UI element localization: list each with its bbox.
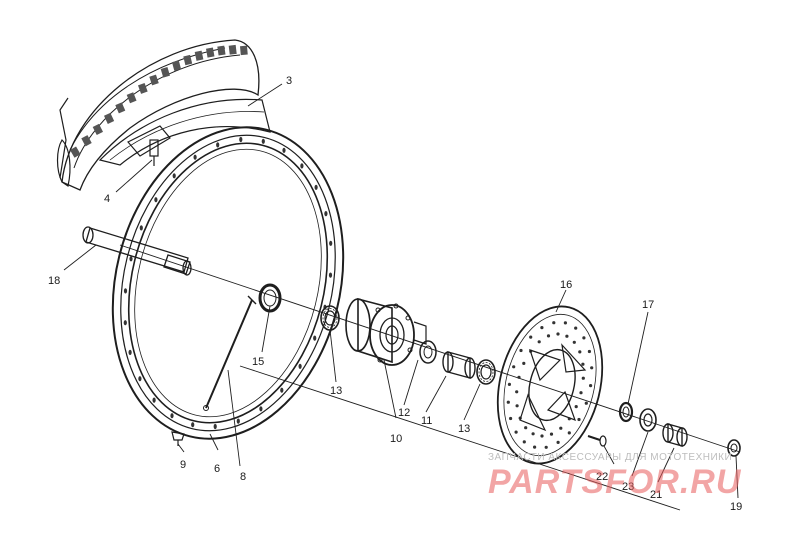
callout-18: 18	[48, 275, 60, 287]
callout-13-left: 13	[330, 385, 342, 397]
spacer-tube	[442, 351, 476, 379]
callout-4: 4	[104, 193, 110, 205]
callout-numbers: 3 4 18 15 8 9 6 13 10 12 11 13 16 17 22 …	[48, 75, 742, 513]
axle	[82, 226, 741, 453]
watermark-tagline: ЗАПЧАСТИ АКСЕССУАРЫ ДЛЯ МОТОТЕХНИКИ	[488, 452, 733, 463]
callout-6: 6	[214, 463, 220, 475]
tire-tread	[69, 44, 248, 158]
watermark-logo: PARTSFOR.RU	[488, 463, 742, 501]
hub-insert	[419, 340, 437, 364]
callout-11: 11	[421, 415, 432, 427]
spoke	[203, 295, 257, 411]
tire	[56, 39, 260, 191]
axle-nut	[727, 439, 741, 457]
callout-3: 3	[286, 75, 292, 87]
collar-spacer	[662, 423, 688, 447]
spoke-nipple	[171, 431, 185, 446]
callout-12: 12	[398, 407, 410, 419]
disc-bolt	[587, 435, 607, 447]
bearing-outer	[639, 408, 657, 432]
rim	[111, 126, 345, 440]
callout-15: 15	[252, 356, 264, 368]
leader-lines	[63, 83, 739, 511]
rim-tape	[98, 98, 271, 166]
callout-21: 21	[650, 489, 662, 501]
callout-9: 9	[180, 459, 186, 471]
seal-right	[618, 401, 634, 423]
callout-8: 8	[240, 471, 246, 483]
callout-23: 23	[622, 481, 634, 493]
hub	[345, 297, 427, 366]
callout-19: 19	[730, 501, 742, 513]
callout-10: 10	[390, 433, 402, 445]
callout-16: 16	[560, 279, 572, 291]
brake-disc-holes	[506, 321, 594, 449]
brake-disc	[496, 305, 604, 465]
rim-spoke-holes	[123, 136, 333, 430]
callout-13-right: 13	[458, 423, 470, 435]
callout-17: 17	[642, 299, 654, 311]
bearing-right	[476, 359, 496, 385]
callout-22: 22	[596, 471, 608, 483]
rim-lock	[127, 125, 171, 166]
bearing-left	[320, 305, 340, 331]
